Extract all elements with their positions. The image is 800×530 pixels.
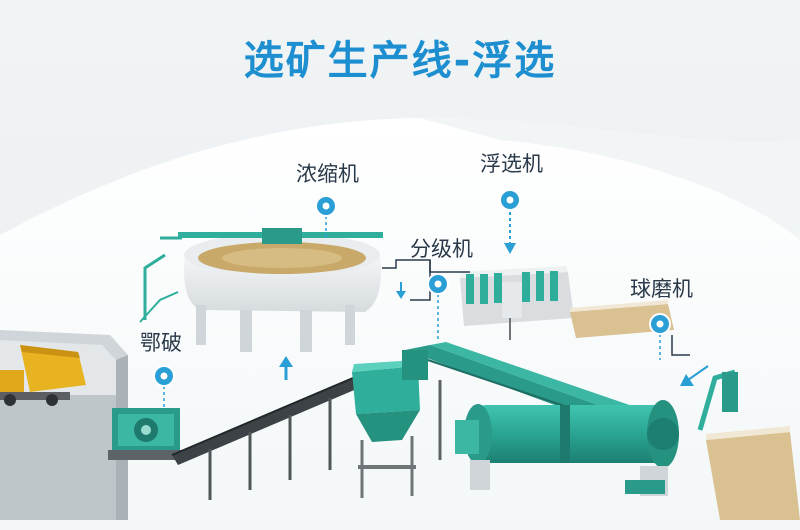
background-wave-shade bbox=[420, 117, 800, 240]
ball-mill-machine bbox=[455, 400, 679, 496]
flotation-marker bbox=[499, 189, 521, 211]
jaw-crusher-marker bbox=[153, 365, 175, 410]
arrow-up-to-thickener bbox=[279, 356, 293, 380]
ball-mill-marker bbox=[649, 313, 671, 360]
arrow-into-flotation bbox=[504, 212, 516, 254]
arrow-into-classifier bbox=[680, 365, 709, 386]
label-flotation: 浮选机 bbox=[480, 152, 543, 176]
belt-conveyor bbox=[171, 374, 366, 500]
tailing-trough bbox=[697, 369, 800, 520]
thickener-marker bbox=[315, 195, 337, 240]
flotation-machine bbox=[460, 266, 574, 340]
slurry-pipes bbox=[382, 259, 690, 356]
page-title: 选矿生产线-浮选 bbox=[243, 38, 557, 84]
flow-arrows bbox=[279, 212, 709, 386]
label-jaw-crusher: 鄂破 bbox=[140, 331, 182, 355]
dump-truck bbox=[0, 345, 86, 406]
arrow-down-from-pipe bbox=[396, 282, 406, 299]
label-thickener: 浓缩机 bbox=[296, 162, 359, 186]
label-ball-mill: 球磨机 bbox=[630, 277, 693, 301]
thickener-machine bbox=[139, 228, 383, 352]
jaw-crusher-machine bbox=[108, 408, 186, 460]
label-classifier: 分级机 bbox=[410, 237, 473, 261]
concentrate-trough bbox=[570, 300, 674, 338]
classifier-marker bbox=[427, 273, 449, 340]
